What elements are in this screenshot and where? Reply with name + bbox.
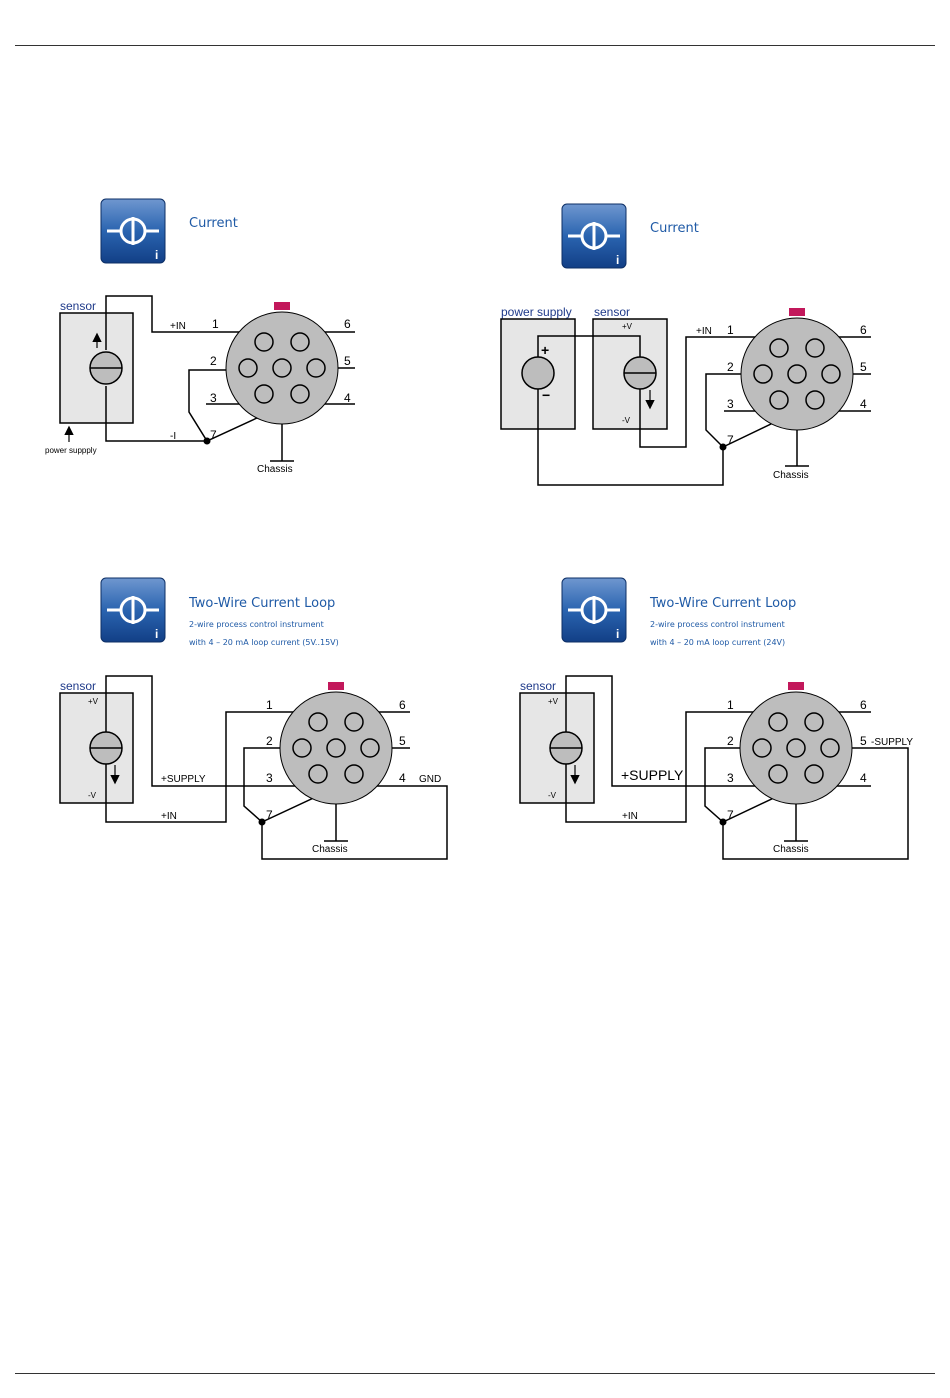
diagram-subtitle: 2-wire process control instrument: [650, 620, 785, 629]
wire-label-in: +IN: [170, 321, 186, 332]
chassis-label: Chassis: [257, 464, 293, 475]
pin-label: 3: [266, 771, 273, 785]
pin-label: 1: [212, 317, 219, 331]
instrument-icon: [560, 202, 628, 270]
diagram-two-wire-left: Two-Wire Current Loop 2-wire process con…: [59, 576, 448, 860]
pin-label: 1: [266, 698, 273, 712]
wire-label-supply: +SUPPLY: [621, 767, 684, 783]
pin-label: 6: [860, 698, 867, 712]
chassis-label: Chassis: [773, 844, 809, 855]
connector-7pin: [740, 307, 854, 431]
pin-label: 5: [860, 360, 867, 374]
pin-label: 2: [266, 734, 273, 748]
diagram-current-right: Current power supply + − sensor +V -V Ch…: [500, 202, 871, 486]
wire-label-minus-supply: -SUPPLY: [871, 737, 913, 748]
pin-label: 1: [727, 323, 734, 337]
pin-label: 1: [727, 698, 734, 712]
minus-v-label: -V: [548, 791, 557, 800]
current-source-icon: [623, 356, 657, 390]
wire-label-i: -I: [170, 431, 176, 442]
instrument-icon: [560, 576, 628, 644]
power-supply-label: power supply: [501, 305, 572, 319]
minus-v-label: -V: [88, 791, 97, 800]
wire-label-gnd: GND: [419, 774, 441, 785]
pin-label: 3: [727, 397, 734, 411]
battery-icon: [521, 356, 555, 390]
diagram-current-left: Current sensor power suppply Chassis +IN…: [45, 197, 355, 475]
connector-7pin: [739, 681, 853, 805]
pin-label: 3: [727, 771, 734, 785]
diagram-two-wire-right: Two-Wire Current Loop 2-wire process con…: [519, 576, 913, 860]
diagram-title: Current: [189, 216, 238, 231]
plus-v-label: +V: [622, 322, 633, 331]
pin-label: 7: [210, 428, 217, 442]
pin-label: 2: [727, 360, 734, 374]
wire-label-in: +IN: [622, 811, 638, 822]
connector-7pin: [225, 301, 339, 425]
pin-label: 3: [210, 391, 217, 405]
pin-label: 2: [727, 734, 734, 748]
sensor-label: sensor: [594, 305, 630, 319]
wire-label-in: +IN: [696, 326, 712, 337]
wire-label-supply: +SUPPLY: [161, 774, 206, 785]
diagram-title: Current: [650, 221, 699, 236]
pin-label: 6: [860, 323, 867, 337]
diagram-subtitle: with 4 – 20 mA loop current (5V..15V): [189, 638, 339, 647]
instrument-icon: [99, 197, 167, 265]
pin-label: 4: [860, 771, 867, 785]
current-source-icon: [89, 731, 123, 765]
diagram-title: Two-Wire Current Loop: [188, 596, 335, 611]
diagram-subtitle: 2-wire process control instrument: [189, 620, 324, 629]
top-rule: [15, 45, 935, 46]
svg-text:+: +: [541, 342, 549, 358]
current-source-icon: [549, 731, 583, 765]
pin-label: 2: [210, 354, 217, 368]
pin-label: 5: [344, 354, 351, 368]
pin-label: 7: [266, 808, 273, 822]
current-source-icon: [89, 351, 123, 385]
pin-label: 4: [344, 391, 351, 405]
chassis-label: Chassis: [773, 470, 809, 481]
connector-7pin: [279, 681, 393, 805]
plus-v-label: +V: [548, 697, 559, 706]
minus-v-label: -V: [622, 416, 631, 425]
instrument-icon: [99, 576, 167, 644]
pin-label: 6: [399, 698, 406, 712]
pin-label: 7: [727, 808, 734, 822]
pin-label: 5: [860, 734, 867, 748]
pin-label: 5: [399, 734, 406, 748]
diagram-title: Two-Wire Current Loop: [649, 596, 796, 611]
pin-label: 4: [860, 397, 867, 411]
sensor-label: sensor: [520, 679, 556, 693]
chassis-label: Chassis: [312, 844, 348, 855]
power-label: power suppply: [45, 446, 97, 455]
svg-text:−: −: [542, 387, 550, 403]
pin-label: 6: [344, 317, 351, 331]
sensor-label: sensor: [60, 299, 96, 313]
sensor-label: sensor: [60, 679, 96, 693]
wire-label-in: +IN: [161, 811, 177, 822]
plus-v-label: +V: [88, 697, 99, 706]
diagram-subtitle: with 4 – 20 mA loop current (24V): [650, 638, 785, 647]
bottom-rule: [15, 1373, 935, 1374]
pin-label: 4: [399, 771, 406, 785]
pin-label: 7: [727, 433, 734, 447]
